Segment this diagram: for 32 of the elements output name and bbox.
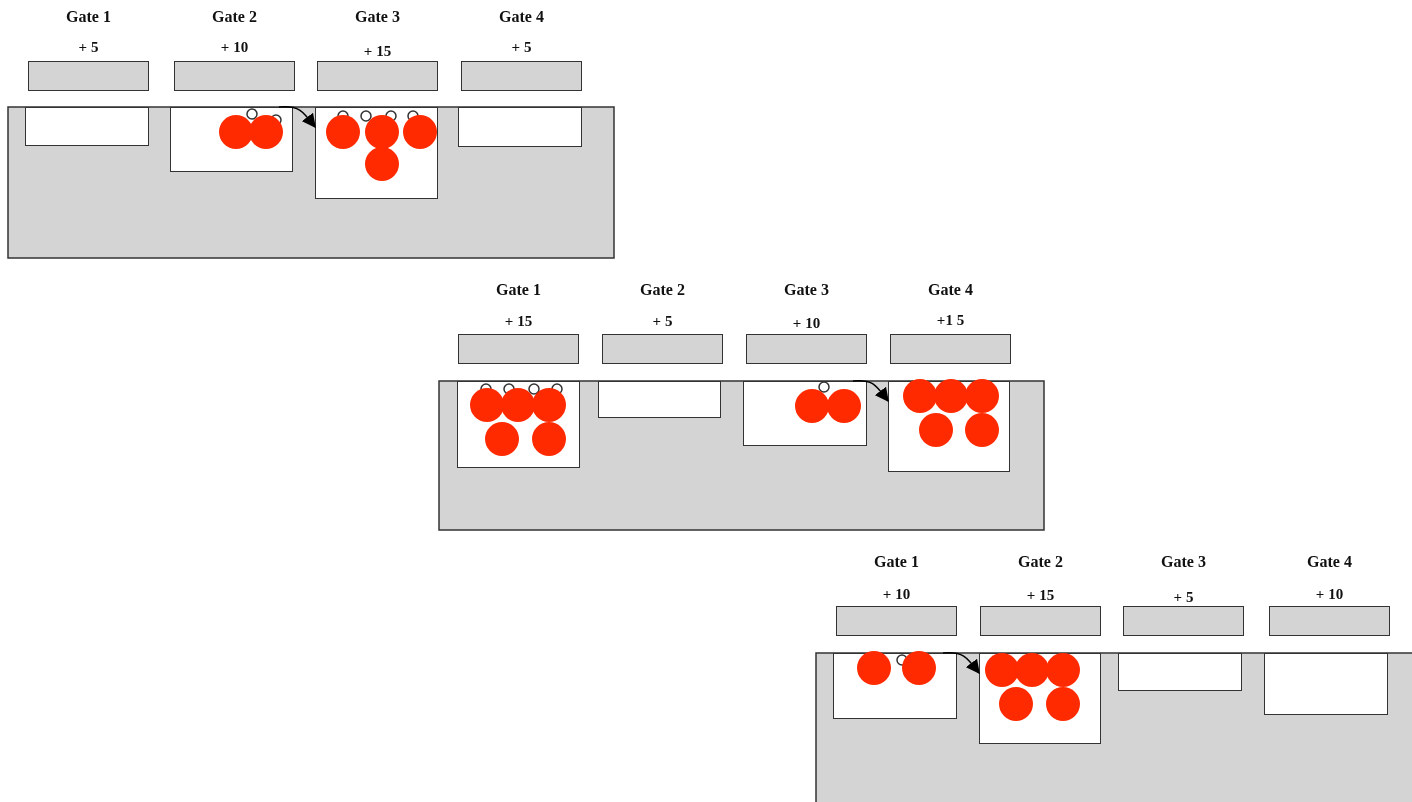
gate-label: Gate 4	[927, 281, 974, 299]
voltage-label: + 10	[881, 585, 912, 603]
voltage-label: + 15	[362, 42, 393, 60]
gate-label: Gate 2	[639, 281, 686, 299]
gate-label: Gate 4	[498, 8, 545, 26]
gate-label: Gate 3	[1160, 553, 1207, 571]
well-box	[25, 107, 149, 146]
well-box	[458, 107, 582, 147]
voltage-label: + 10	[791, 314, 822, 332]
well-box	[1264, 653, 1388, 715]
gate-label: Gate 2	[1017, 553, 1064, 571]
gate-label: Gate 1	[873, 553, 920, 571]
voltage-label: + 5	[510, 38, 533, 56]
gate-label: Gate 2	[211, 8, 258, 26]
voltage-label: + 5	[1172, 588, 1195, 606]
arrow	[278, 105, 316, 129]
voltage-label: + 10	[219, 38, 250, 56]
gate-label: Gate 1	[495, 281, 542, 299]
voltage-label: + 5	[77, 38, 100, 56]
gate-label: Gate 3	[354, 8, 401, 26]
gate-label: Gate 1	[65, 8, 112, 26]
well-box	[1118, 653, 1242, 691]
voltage-label: +1 5	[935, 311, 966, 329]
gate-label: Gate 3	[783, 281, 830, 299]
voltage-label: + 10	[1314, 585, 1345, 603]
arrow	[942, 651, 980, 675]
gate-label: Gate 4	[1306, 553, 1353, 571]
voltage-label: + 5	[651, 312, 674, 330]
arrow	[852, 379, 889, 403]
well-box	[598, 381, 721, 418]
voltage-label: + 15	[503, 312, 534, 330]
voltage-label: + 15	[1025, 586, 1056, 604]
